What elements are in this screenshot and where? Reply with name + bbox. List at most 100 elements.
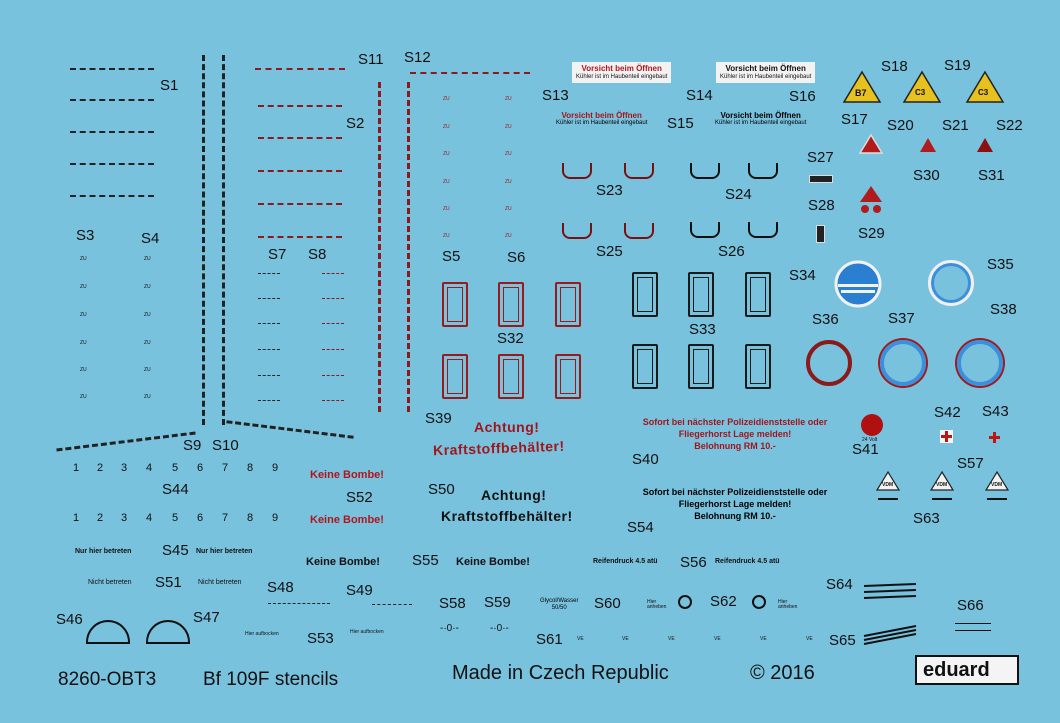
zu-mark: ZU bbox=[505, 151, 512, 157]
s8-mark bbox=[322, 349, 344, 350]
s8-mark bbox=[322, 298, 344, 299]
s7-mark bbox=[258, 323, 280, 324]
s19b-c3-text: C3 bbox=[978, 88, 989, 97]
s6-panel bbox=[498, 282, 524, 327]
label-s34: S34 bbox=[789, 267, 816, 284]
s35-ring bbox=[928, 260, 974, 306]
s45-nur-hier-betreten: Nur hier betreten bbox=[196, 548, 253, 555]
zu-mark: ZU bbox=[443, 96, 450, 102]
s36-red-ring bbox=[806, 340, 852, 386]
copyright-text: © 2016 bbox=[750, 662, 815, 684]
label-s55: S55 bbox=[412, 552, 439, 569]
s50-achtung-black: Achtung! bbox=[481, 487, 547, 503]
zu-mark: ZU bbox=[80, 312, 87, 318]
label-s21: S21 bbox=[942, 117, 969, 134]
label-s40: S40 bbox=[632, 451, 659, 468]
s60-glycol-text: Glycol/Wasser 50/50 bbox=[540, 598, 578, 612]
label-s63: S63 bbox=[913, 510, 940, 527]
zu-mark: ZU bbox=[505, 124, 512, 130]
s41-red-dot bbox=[861, 414, 883, 436]
s64-lines bbox=[863, 583, 917, 599]
label-s57: S57 bbox=[957, 455, 984, 472]
s12-top-dash bbox=[410, 72, 530, 74]
ve-mark: VE bbox=[714, 636, 721, 642]
number: 2 bbox=[97, 512, 104, 524]
label-s5: S5 bbox=[442, 248, 461, 265]
s51-nicht-betreten: Nicht betreten bbox=[198, 579, 242, 586]
s25-cup bbox=[624, 223, 654, 239]
eduard-logo: eduard bbox=[915, 655, 1019, 685]
s26-cup bbox=[690, 222, 720, 238]
label-s35: S35 bbox=[987, 256, 1014, 273]
label-s50: S50 bbox=[428, 481, 455, 498]
s39-achtung-red: Achtung! bbox=[474, 419, 540, 435]
s63-bar bbox=[932, 498, 952, 500]
label-s42: S42 bbox=[934, 404, 961, 421]
label-s53: S53 bbox=[307, 630, 334, 647]
s1-stencil-line bbox=[70, 99, 154, 101]
number: 3 bbox=[121, 462, 128, 474]
s66-mark bbox=[955, 623, 991, 631]
s49-mark bbox=[372, 604, 412, 605]
zu-mark: ZU bbox=[144, 367, 151, 373]
label-s66: S66 bbox=[957, 597, 984, 614]
number: 3 bbox=[121, 512, 128, 524]
vorsicht-title: Vorsicht beim Öffnen bbox=[561, 111, 642, 120]
label-s41: S41 bbox=[852, 441, 879, 458]
s19-c3-text: C3 bbox=[915, 88, 926, 97]
s53-hier-aufbocken: Hier aufbocken bbox=[245, 631, 279, 637]
label-s56: S56 bbox=[680, 554, 707, 571]
label-s2: S2 bbox=[346, 115, 365, 132]
s24-cup bbox=[748, 163, 778, 179]
s29-triangle-wheels bbox=[860, 186, 882, 213]
s19b-fuel-triangle-c3 bbox=[965, 70, 1005, 103]
zu-mark: ZU bbox=[144, 394, 151, 400]
s47-base bbox=[146, 642, 190, 644]
label-s17: S17 bbox=[841, 111, 868, 128]
label-s65: S65 bbox=[829, 632, 856, 649]
zu-mark: ZU bbox=[443, 151, 450, 157]
s62-circle-icon bbox=[678, 595, 692, 609]
s51-nicht-betreten: Nicht betreten bbox=[88, 579, 132, 586]
s45-nur-hier-betreten: Nur hier betreten bbox=[75, 548, 132, 555]
number: 4 bbox=[146, 462, 153, 474]
s41-volt-text: 24 Volt bbox=[862, 437, 878, 443]
ve-mark: VE bbox=[760, 636, 767, 642]
zu-mark: ZU bbox=[80, 284, 87, 290]
zu-mark: ZU bbox=[80, 340, 87, 346]
number: 1 bbox=[73, 512, 80, 524]
s27-plate bbox=[809, 175, 833, 183]
zu-mark: ZU bbox=[443, 124, 450, 130]
label-s9: S9 bbox=[183, 437, 202, 454]
zu-mark: ZU bbox=[80, 367, 87, 373]
number: 2 bbox=[97, 462, 104, 474]
label-s52: S52 bbox=[346, 489, 373, 506]
label-s8: S8 bbox=[308, 246, 327, 263]
brand-text: eduard bbox=[923, 659, 990, 681]
s56-reifendruck: Reifendruck 4.5 atü bbox=[593, 558, 658, 565]
s54-sofort-black: Sofort bei nächster Polizeidienststelle … bbox=[620, 487, 850, 521]
product-code: 8260-OBT3 bbox=[58, 669, 157, 690]
label-s28: S28 bbox=[808, 197, 835, 214]
s63-vdm-triangle bbox=[875, 470, 901, 491]
vorsicht-title: Vorsicht beim Öffnen bbox=[720, 111, 801, 120]
s48-mark bbox=[268, 603, 330, 604]
s52-keine-bombe-red: Keine Bombe! bbox=[310, 469, 384, 481]
s33-panel bbox=[745, 272, 771, 317]
number: 4 bbox=[146, 512, 153, 524]
zu-mark: ZU bbox=[80, 394, 87, 400]
s33-panel bbox=[745, 344, 771, 389]
s24-cup bbox=[690, 163, 720, 179]
s37-blue-ring bbox=[880, 340, 926, 386]
sofort-line-2: Fliegerhorst Lage melden! bbox=[678, 499, 792, 509]
ve-mark: VE bbox=[577, 636, 584, 642]
s2-stencil-line bbox=[258, 170, 342, 172]
s62-hier-anheben: Hier anheben bbox=[778, 599, 798, 610]
label-s61: S61 bbox=[536, 631, 563, 648]
s7-mark bbox=[258, 298, 280, 299]
s18-fuel-triangle-b7 bbox=[842, 70, 882, 103]
zu-mark: ZU bbox=[443, 233, 450, 239]
s46-base bbox=[86, 642, 130, 644]
s19-fuel-triangle-c3 bbox=[902, 70, 942, 103]
number: 8 bbox=[247, 512, 254, 524]
